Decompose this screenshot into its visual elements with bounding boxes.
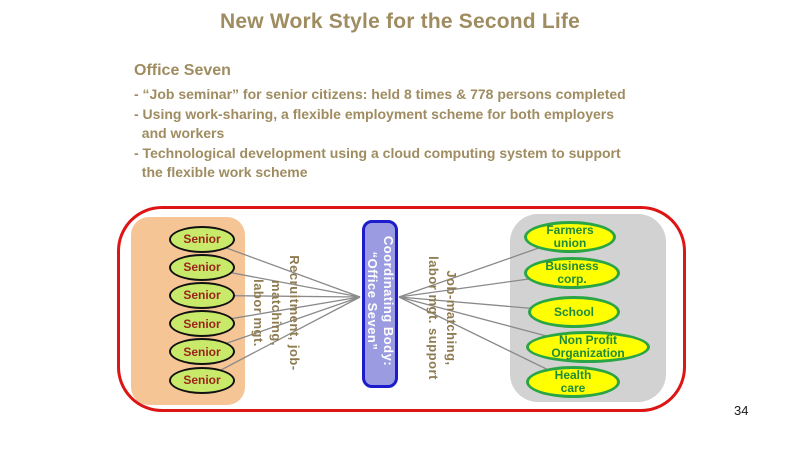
right-flow-label-line2: labor mgt. support — [426, 256, 441, 380]
coordinating-body-label: Coordinating Body: “Office Seven” — [365, 219, 396, 383]
slide-title: New Work Style for the Second Life — [220, 10, 580, 33]
node-label: corp. — [557, 272, 587, 286]
bullet-list: - “Job seminar” for senior citizens: hel… — [134, 85, 714, 183]
senior-node: Senior — [169, 338, 235, 366]
senior-node: Senior — [169, 366, 235, 394]
coordinating-body-line2: “Office Seven” — [365, 251, 380, 351]
node-label: Senior — [183, 232, 221, 246]
left-flow-label: Recruitment, job-matching, labor mgt. — [251, 223, 303, 403]
bullet-line: the flexible work scheme — [134, 164, 308, 180]
senior-node: Senior — [169, 310, 235, 338]
bullet-line: - “Job seminar” for senior citizens: hel… — [134, 86, 626, 102]
coordinating-body-line1: Coordinating Body: — [381, 235, 396, 367]
node-label: Farmers — [546, 223, 594, 237]
node-label: Senior — [183, 373, 221, 387]
node-label: Business — [545, 259, 599, 273]
right-flow-label: Job-matching, labor mgt. support — [422, 243, 460, 393]
node-label: Non Profit — [559, 333, 617, 347]
left-flow-label-line2: labor mgt. — [251, 279, 266, 347]
bullet-line: - Using work-sharing, a flexible employm… — [134, 105, 614, 122]
senior-node: Senior — [169, 225, 235, 253]
node-label: Organization — [551, 346, 625, 360]
node-label: School — [553, 304, 594, 319]
right-flow-label-line1: Job-matching, — [444, 270, 459, 366]
node-label: care — [560, 381, 586, 395]
page-number: 34 — [734, 403, 749, 418]
organization-node: School — [528, 296, 620, 328]
diagram-outer-frame — [117, 206, 686, 412]
bullet-line: - Technological development using a clou… — [134, 144, 621, 161]
node-label: Senior — [183, 344, 221, 359]
node-label: Senior — [183, 316, 221, 331]
content-block: Office Seven - “Job seminar” for senior … — [134, 62, 714, 183]
coordinating-body-box: Coordinating Body: “Office Seven” — [362, 220, 398, 388]
node-label: union — [553, 236, 587, 250]
content-heading: Office Seven — [134, 62, 231, 79]
node-label: Senior — [183, 260, 221, 275]
bullet-line: and workers — [134, 125, 225, 141]
node-label: Senior — [183, 288, 221, 303]
left-flow-label-line1: Recruitment, job-matching, — [269, 255, 302, 371]
senior-node: Senior — [169, 253, 235, 281]
senior-node: Senior — [169, 281, 235, 309]
node-label: Health — [554, 368, 592, 382]
